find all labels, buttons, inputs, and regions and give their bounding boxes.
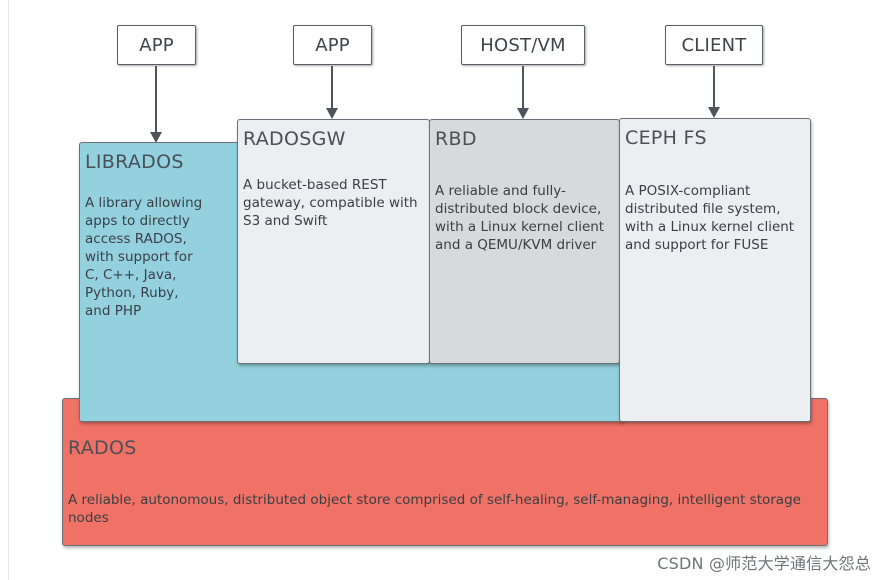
librados-desc-line: with support for [85,249,193,265]
rados-description: A reliable, autonomous, distributed obje… [68,491,828,527]
rados-desc-line: nodes [68,510,109,526]
radosgw-desc-line: A bucket-based REST [243,177,387,193]
rbd-desc-line: with a Linux kernel client [435,219,605,235]
watermark-text: CSDN @师范大学通信大怨总 [657,554,871,573]
rbd-desc-line: distributed block device, [435,201,602,217]
left-divider [8,0,9,580]
client-box-app-1: APP [117,25,196,65]
cephfs-desc-line: with a Linux kernel client [625,219,795,235]
rbd-description: A reliable and fully- distributed block … [435,182,604,254]
librados-desc-line: apps to directly [85,213,190,229]
rbd-title: RBD [435,128,477,150]
radosgw-layer: RADOSGW A bucket-based REST gateway, com… [237,119,430,364]
radosgw-desc-line: gateway, compatible with [243,195,418,211]
librados-desc-line: access RADOS, [85,231,187,247]
librados-description: A library allowing apps to directly acce… [85,194,202,320]
cephfs-title: CEPH FS [625,127,707,149]
librados-desc-line: Python, Ruby, [85,285,179,301]
cephfs-desc-line: and support for FUSE [625,237,769,253]
rados-title: RADOS [68,437,137,459]
client-box-app-2: APP [293,25,372,65]
radosgw-desc-line: S3 and Swift [243,213,328,229]
cephfs-desc-line: distributed file system, [625,201,781,217]
librados-title: LIBRADOS [85,151,184,173]
librados-desc-line: C, C++, Java, [85,267,177,283]
rbd-layer: RBD A reliable and fully- distributed bl… [429,119,620,364]
arrowhead-rbd [517,108,529,119]
rbd-desc-line: A reliable and fully- [435,183,566,199]
radosgw-description: A bucket-based REST gateway, compatible … [243,176,418,230]
rbd-desc-line: and a QEMU/KVM driver [435,237,597,253]
client-box-host-vm: HOST/VM [461,25,585,65]
cephfs-layer: CEPH FS A POSIX-compliant distributed fi… [619,118,811,422]
cephfs-desc-line: A POSIX-compliant [625,183,751,199]
cephfs-description: A POSIX-compliant distributed file syste… [625,182,794,254]
rados-desc-line: A reliable, autonomous, distributed obje… [68,492,801,508]
arrowhead-cephfs [708,107,720,118]
librados-desc-line: and PHP [85,303,142,319]
librados-desc-line: A library allowing [85,195,203,211]
arrowhead-radosgw [326,108,338,119]
client-box-client: CLIENT [665,25,763,65]
radosgw-title: RADOSGW [243,128,346,150]
